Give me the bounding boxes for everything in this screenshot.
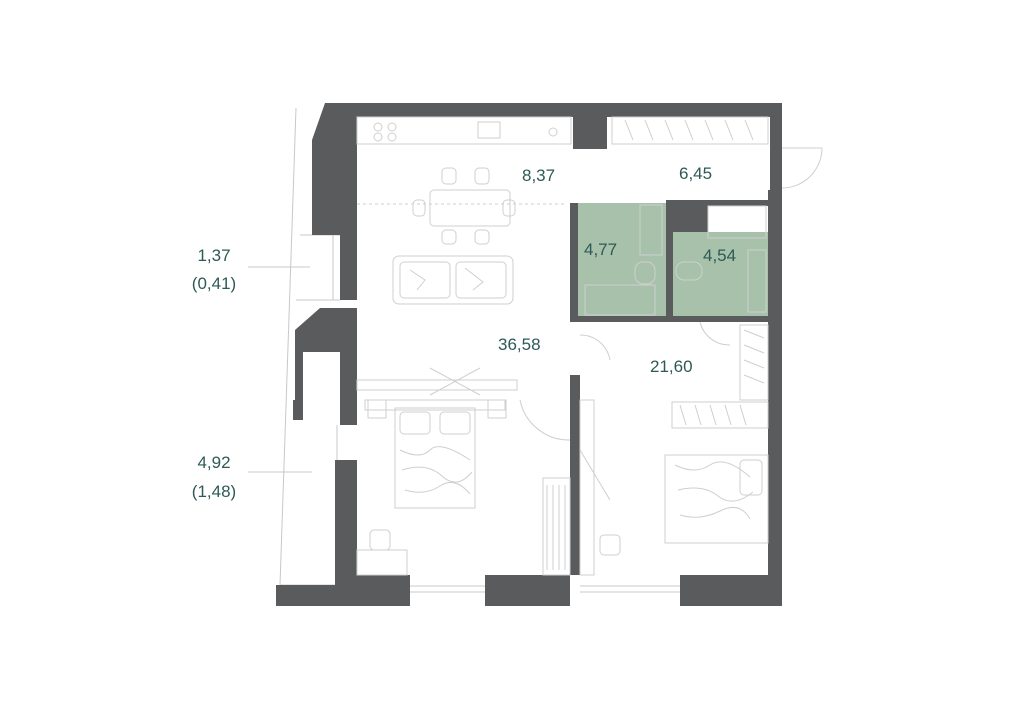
interior-doors — [519, 321, 731, 441]
living-area-label: 36,58 — [498, 335, 541, 354]
hall-area-label: 6,45 — [679, 164, 712, 183]
balcony-lower-area: 4,92 — [197, 453, 230, 472]
tv-unit — [356, 367, 518, 396]
windows — [332, 235, 680, 593]
balcony-upper-area: 1,37 — [197, 246, 230, 265]
wc-fixtures — [675, 205, 767, 313]
bed-bedroom — [664, 454, 769, 544]
balcony-upper-label: 1,37 (0,41) — [192, 246, 310, 293]
entrance-door — [781, 147, 823, 189]
balcony-lower-reduced: (1,48) — [192, 482, 236, 501]
hall-wardrobe — [611, 116, 769, 145]
sofa — [392, 255, 514, 305]
bathroom-floor — [576, 203, 668, 320]
bathroom-fixtures — [584, 204, 663, 316]
bedroom-desk — [579, 399, 621, 576]
walls — [276, 103, 782, 606]
wc-floor — [672, 232, 768, 320]
bedroom-area-label: 21,60 — [650, 357, 693, 376]
balcony-lower-label: 4,92 (1,48) — [192, 453, 312, 501]
bedroom-wardrobe — [671, 324, 769, 429]
kitchen-area-label: 8,37 — [522, 166, 555, 185]
living-desk — [356, 477, 571, 576]
bathroom-area-label: 4,77 — [584, 240, 617, 259]
wc-area-label: 4,54 — [703, 246, 736, 265]
bed-living — [364, 399, 507, 509]
kitchen-counter — [356, 116, 572, 145]
balcony-upper-reduced: (0,41) — [192, 274, 236, 293]
dining-table — [357, 167, 565, 245]
